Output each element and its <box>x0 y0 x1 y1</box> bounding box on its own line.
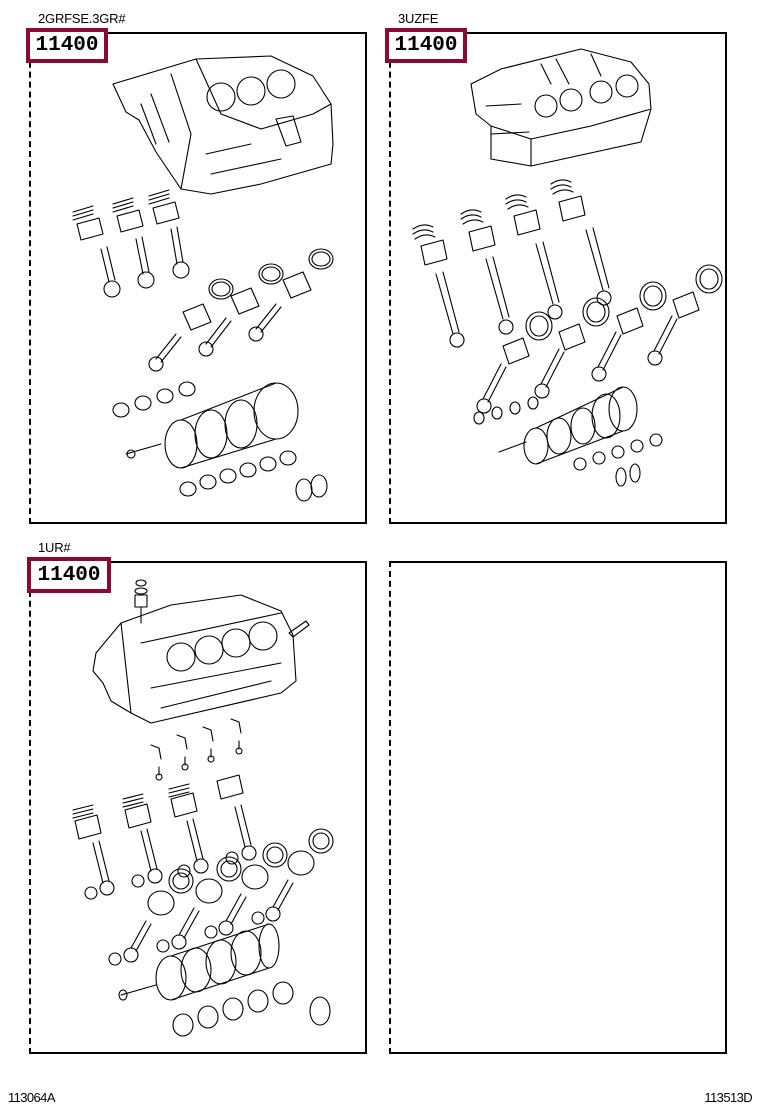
engine-code-caption: 2GRFSE.3GR# <box>38 11 126 26</box>
illustration-ref-right: 113513D <box>704 1090 752 1105</box>
diagram-frame-2grfse <box>29 32 367 524</box>
short-block-exploded-diagram <box>72 55 334 502</box>
cylinder-block-icon <box>92 594 297 724</box>
main-bearing-upper-icon <box>473 396 539 425</box>
part-number-label[interactable]: 11400 <box>385 28 467 63</box>
piston-set-upper-icon <box>412 179 612 348</box>
main-bearing-upper-icon <box>112 381 196 418</box>
cylinder-block-icon <box>112 55 334 195</box>
oil-filter-bracket-icon <box>134 579 148 624</box>
crankshaft-icon <box>498 386 638 465</box>
engine-code-caption: 1UR# <box>38 540 71 555</box>
cylinder-block-icon <box>470 48 652 167</box>
piston-set-upper-icon <box>72 774 257 900</box>
part-number-label[interactable]: 11400 <box>27 557 111 593</box>
part-number-label[interactable]: 11400 <box>26 28 108 63</box>
piston-set-upper-icon <box>72 189 190 298</box>
main-bearing-lower-icon <box>179 450 297 497</box>
piston-set-lower-icon <box>108 828 334 966</box>
diagram-frame-3uzfe <box>389 32 727 524</box>
main-bearing-lower-icon <box>172 981 294 1037</box>
diagram-frame-empty <box>389 561 727 1054</box>
short-block-exploded-diagram <box>412 48 723 487</box>
crankshaft-icon <box>118 923 280 1001</box>
piston-set-lower-icon <box>148 248 334 372</box>
oil-jet-icon <box>150 718 243 781</box>
short-block-exploded-diagram <box>72 579 334 1037</box>
oil-seal-icon <box>309 996 331 1026</box>
diagram-frame-1ur <box>29 561 367 1054</box>
engine-code-caption: 3UZFE <box>398 11 439 26</box>
piston-set-lower-icon <box>476 264 723 414</box>
illustration-ref-left: 113064A <box>8 1090 55 1105</box>
main-bearing-lower-icon <box>573 433 663 471</box>
crankshaft-icon <box>125 382 299 469</box>
thrust-washer-icon <box>295 474 328 502</box>
thrust-washer-icon <box>615 463 641 487</box>
knock-sensor-icon <box>288 620 310 638</box>
